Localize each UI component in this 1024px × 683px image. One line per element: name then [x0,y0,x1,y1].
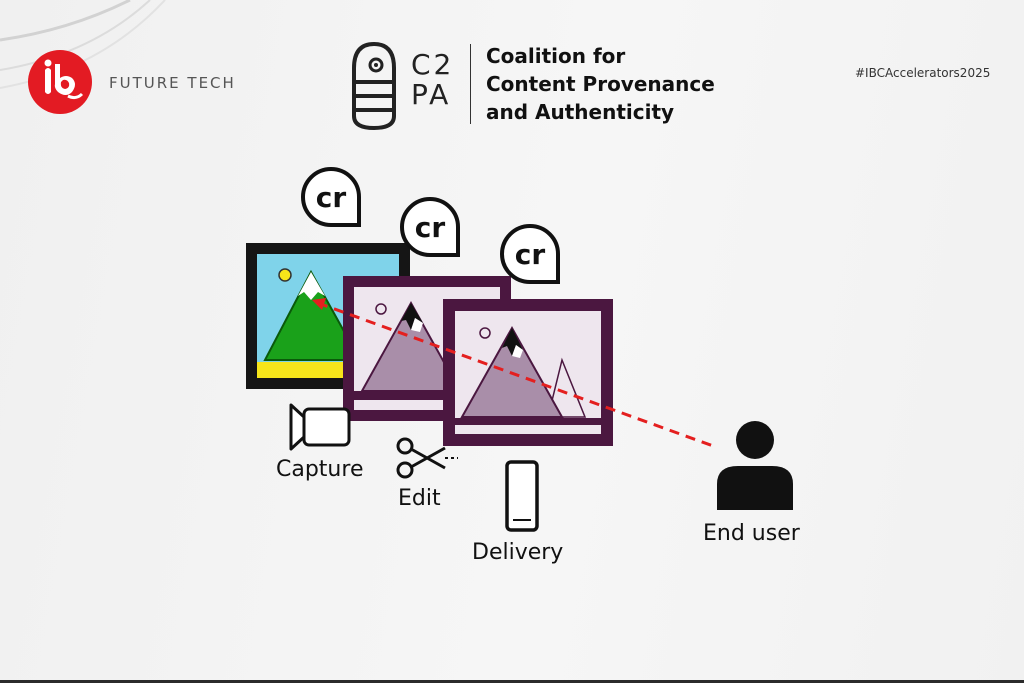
cr-badge-capture [301,167,361,227]
provenance-line [312,298,717,449]
event-label: FUTURE TECH [109,74,236,92]
cr-badge-label: cr [415,211,446,244]
c2pa-wordmark-line1: C2 [411,48,455,81]
step-label-end-user: End user [703,521,800,546]
org-name-line: Content Provenance [486,72,715,96]
c2pa-robot-logo [352,41,396,131]
event-hashtag: #IBCAccelerators2025 [855,66,991,80]
ibc-logo [28,50,92,114]
c2pa-wordmark-line2: PA [411,78,452,111]
cr-badge-edit [400,197,460,257]
cr-badge-label: cr [515,238,546,271]
c2pa-wordmark: C2 PA [411,50,471,110]
user-icon [717,421,793,510]
video-camera-icon [289,403,351,451]
screen-bottom-edge [0,680,1024,683]
org-name-line: and Authenticity [486,100,675,124]
step-label-capture: Capture [276,457,364,482]
logo-divider [470,44,471,124]
step-label-edit: Edit [398,486,441,511]
cr-badge-delivery [500,224,560,284]
delivery-image [443,299,613,446]
cr-badge-label: cr [316,181,347,214]
scissors-icon [396,437,458,479]
org-name-line: Coalition for [486,44,626,68]
smartphone-icon [505,460,539,532]
step-label-delivery: Delivery [472,540,564,565]
org-name: Coalition for Content Provenance and Aut… [486,42,746,126]
decorative-swoosh [0,0,166,89]
provenance-arrowhead [312,298,326,310]
